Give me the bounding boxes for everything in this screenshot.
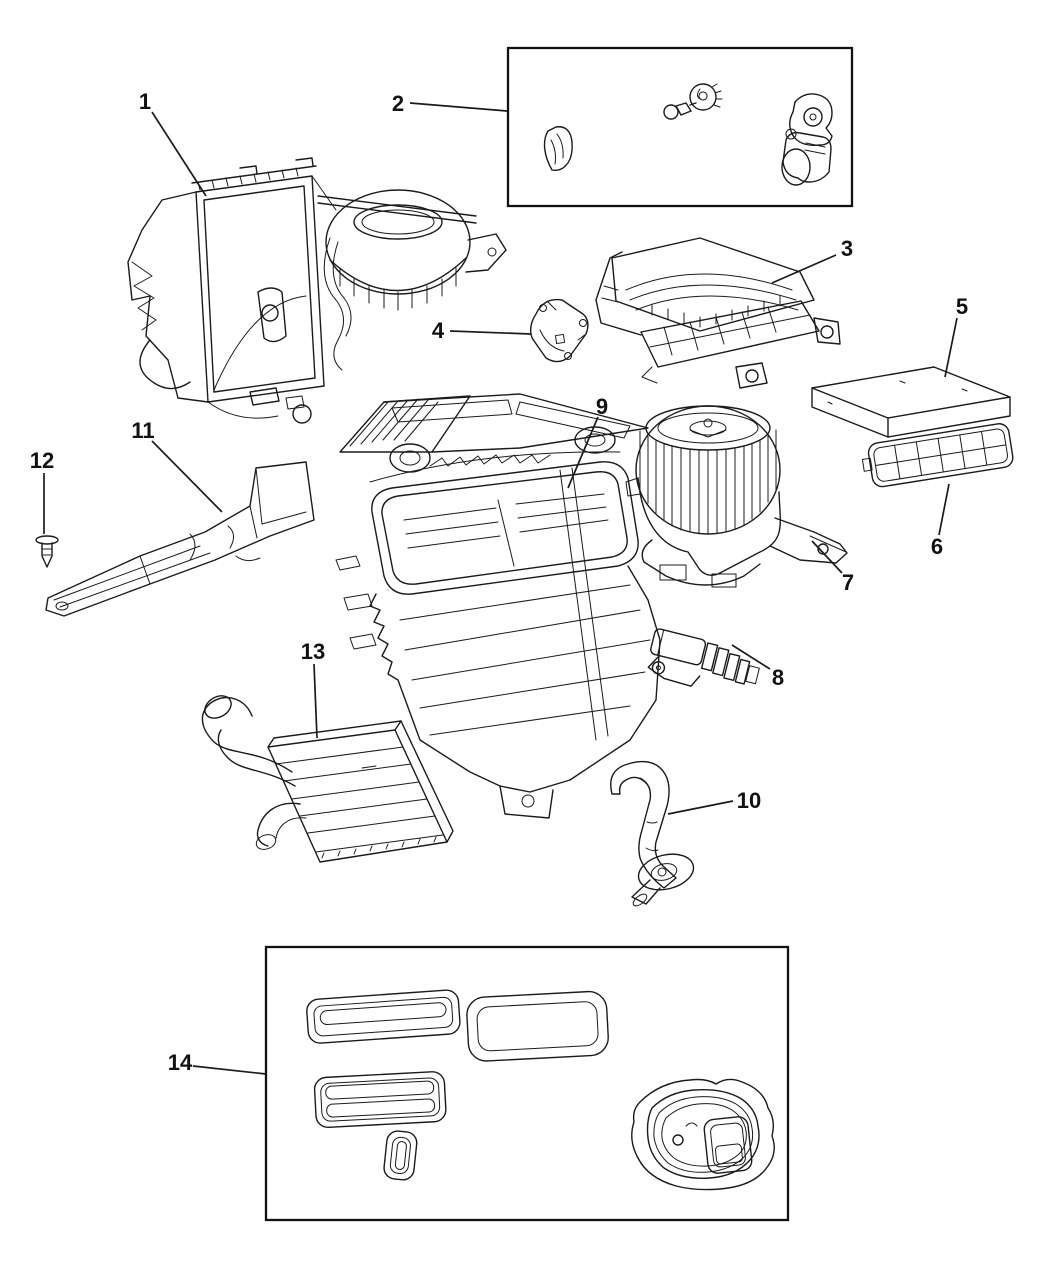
- callout-1-label: 1: [139, 89, 151, 114]
- heater-core-illustration: [201, 589, 454, 863]
- callout-2: 2: [392, 91, 508, 116]
- callout-6: 6: [931, 483, 950, 559]
- callout-8: 8: [731, 644, 784, 690]
- callout-4: 4: [432, 318, 532, 343]
- seal-bar-a-illustration: [306, 989, 461, 1044]
- drain-tube-illustration: [610, 760, 695, 907]
- callout-3: 3: [771, 236, 853, 284]
- callout-8-label: 8: [772, 665, 784, 690]
- sensor-actuator-group-box: [506, 46, 854, 208]
- seal-oval-d-illustration: [383, 1130, 418, 1181]
- callout-2-label: 2: [392, 91, 404, 116]
- callout-9: 9: [567, 394, 608, 489]
- hvac-housing-assembly-illustration: [127, 157, 507, 424]
- sensor-illustration: [663, 102, 697, 120]
- distribution-housing-illustration: [335, 393, 661, 819]
- callout-6-label: 6: [931, 534, 943, 559]
- vacuum-cover-illustration: [543, 126, 573, 171]
- callout-3-label: 3: [841, 236, 853, 261]
- callout-1: 1: [139, 89, 207, 197]
- blower-motor-illustration: [625, 405, 848, 588]
- knob-illustration: [689, 83, 723, 111]
- callout-9-label: 9: [596, 394, 608, 419]
- callout-5: 5: [944, 294, 968, 378]
- callout-4-label: 4: [432, 318, 445, 343]
- callout-11: 11: [131, 418, 223, 513]
- seal-ring-b-illustration: [466, 990, 609, 1062]
- callout-13-label: 13: [301, 639, 325, 664]
- callout-10-label: 10: [737, 788, 761, 813]
- seal-gasket-e-illustration: [631, 1078, 775, 1191]
- cabin-air-filter-illustration: [811, 366, 1011, 438]
- filter-cover-grille-illustration: [861, 423, 1014, 488]
- air-inlet-housing-illustration: [595, 237, 841, 389]
- callout-14: 14: [168, 1050, 267, 1075]
- callout-11-label: 11: [131, 418, 154, 443]
- actuator-a-illustration: [789, 93, 833, 147]
- floor-duct-illustration: [45, 461, 315, 617]
- seal-kit-group-box: [264, 945, 790, 1222]
- callout-5-label: 5: [956, 294, 968, 319]
- callout-7-label: 7: [842, 570, 854, 595]
- seal-bar-c-illustration: [313, 1071, 447, 1129]
- actuator-b-illustration: [781, 128, 832, 186]
- callout-12: 12: [30, 448, 54, 534]
- screw-illustration: [35, 535, 59, 568]
- callout-12-label: 12: [30, 448, 54, 473]
- callout-7: 7: [811, 540, 854, 595]
- callout-14-label: 14: [168, 1050, 193, 1075]
- callout-13: 13: [301, 639, 325, 739]
- mode-actuator-illustration: [529, 298, 589, 363]
- blower-resistor-illustration: [647, 628, 760, 687]
- callout-10: 10: [667, 788, 761, 815]
